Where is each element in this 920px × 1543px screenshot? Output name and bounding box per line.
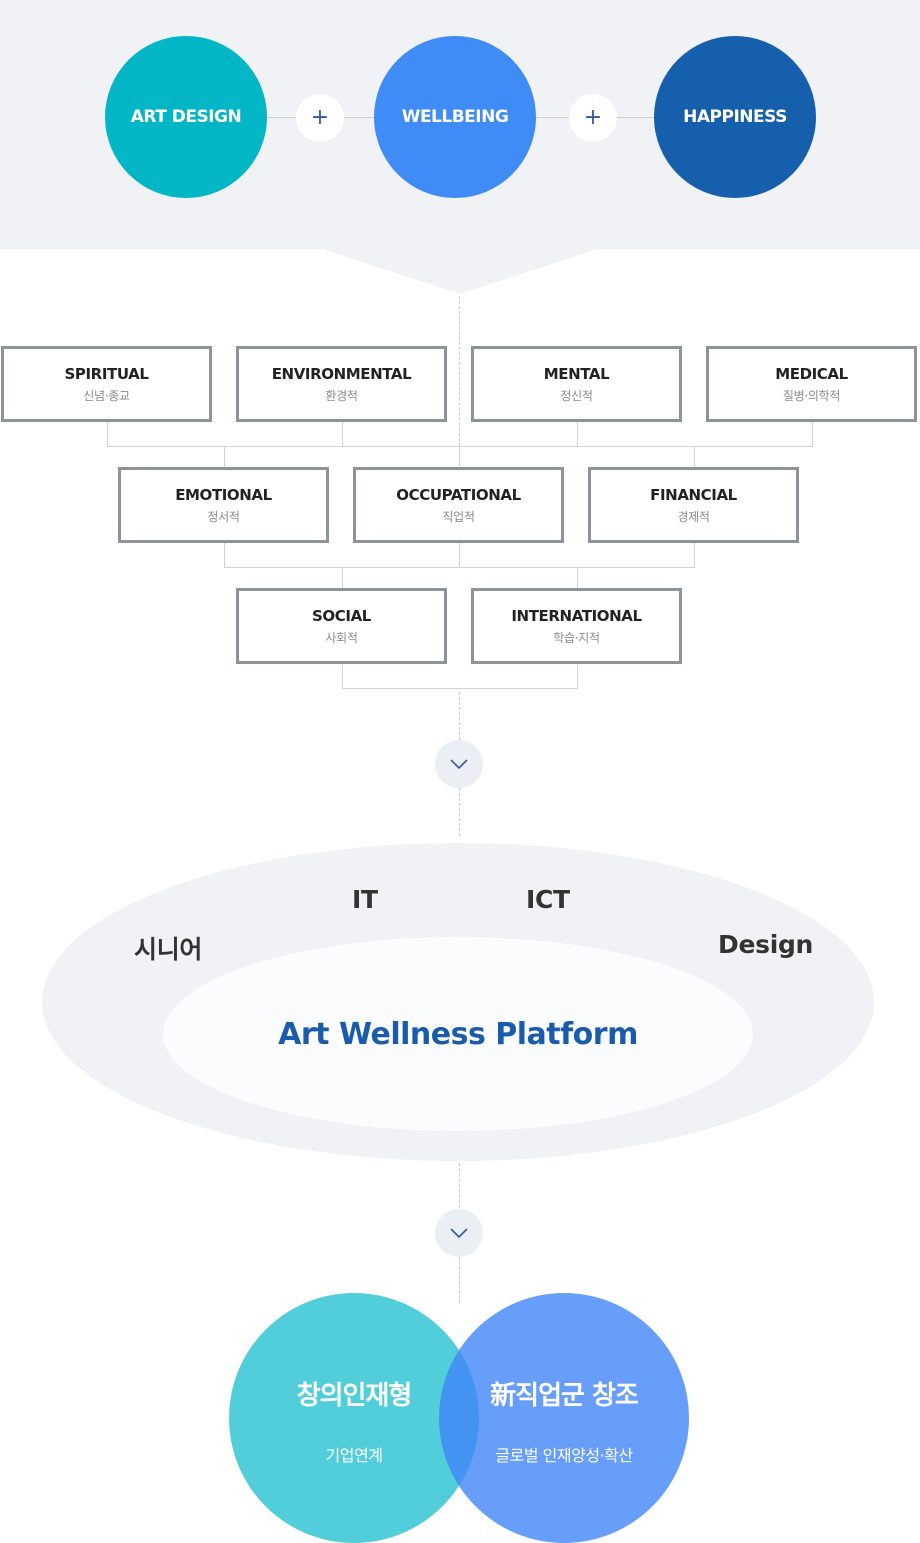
circle-creative-talent: [229, 1293, 479, 1543]
connector: [342, 688, 578, 689]
new-jobs-title: 新직업군 창조: [490, 1381, 639, 1411]
box-environmental: ENVIRONMENTAL 환경적: [236, 346, 447, 422]
box-subtitle: 질병·의학적: [782, 388, 841, 403]
box-title: INTERNATIONAL: [511, 606, 642, 625]
box-medical: MEDICAL 질병·의학적: [706, 346, 917, 422]
chevron-down-icon: [435, 1209, 483, 1257]
circle-happiness-label: HAPPINESS: [683, 107, 787, 127]
box-subtitle: 신념·종교: [83, 388, 130, 403]
connector: [577, 422, 578, 447]
keyword-design: Design: [718, 930, 814, 959]
box-title: SPIRITUAL: [64, 364, 149, 383]
circle-wellbeing-label: WELLBEING: [401, 107, 509, 127]
box-spiritual: SPIRITUAL 신념·종교: [1, 346, 212, 422]
chevron-down-icon: [435, 740, 483, 788]
box-social: SOCIAL 사회적: [236, 588, 447, 664]
connector: [224, 567, 695, 568]
connector: [107, 422, 108, 447]
dashed-line: [459, 788, 460, 836]
connector: [224, 446, 225, 468]
connector: [107, 446, 813, 447]
box-mental: MENTAL 정신적: [471, 346, 682, 422]
box-subtitle: 정신적: [560, 388, 593, 403]
connector: [577, 567, 578, 589]
connector: [342, 422, 343, 447]
keyword-senior: 시니어: [134, 935, 203, 964]
circle-art-design: ART DESIGN: [105, 36, 267, 198]
box-title: OCCUPATIONAL: [396, 485, 521, 504]
connector: [342, 664, 343, 689]
box-subtitle: 경제적: [677, 509, 710, 524]
connector: [459, 446, 460, 468]
box-subtitle: 사회적: [325, 630, 358, 645]
keyword-ict: ICT: [526, 885, 570, 914]
box-international: INTERNATIONAL 학습·지적: [471, 588, 682, 664]
new-jobs-subtitle: 글로벌 인재양성·확산: [495, 1446, 633, 1465]
dashed-line: [459, 692, 460, 740]
keyword-it: IT: [352, 885, 378, 914]
platform-title: Art Wellness Platform: [278, 1016, 638, 1052]
plus-icon: +: [296, 94, 344, 142]
box-title: FINANCIAL: [650, 485, 737, 504]
creative-talent-title: 창의인재형: [296, 1381, 413, 1411]
box-subtitle: 학습·지적: [553, 630, 600, 645]
connector: [694, 446, 695, 468]
circle-happiness: HAPPINESS: [654, 36, 816, 198]
creative-talent-subtitle: 기업연계: [325, 1446, 383, 1465]
box-title: ENVIRONMENTAL: [271, 364, 412, 383]
box-subtitle: 직업적: [442, 509, 475, 524]
box-financial: FINANCIAL 경제적: [588, 467, 799, 543]
top-band-pointer: [320, 248, 600, 294]
box-subtitle: 정서적: [207, 509, 240, 524]
box-title: EMOTIONAL: [175, 485, 272, 504]
box-subtitle: 환경적: [325, 388, 358, 403]
connector: [459, 543, 460, 568]
box-emotional: EMOTIONAL 정서적: [118, 467, 329, 543]
plus-icon: +: [569, 94, 617, 142]
dashed-line: [459, 1257, 460, 1303]
connector: [812, 422, 813, 447]
connector: [224, 543, 225, 568]
connector: [694, 543, 695, 568]
circle-new-jobs: [439, 1293, 689, 1543]
box-title: MEDICAL: [775, 364, 848, 383]
box-occupational: OCCUPATIONAL 직업적: [353, 467, 564, 543]
box-title: MENTAL: [543, 364, 610, 383]
dashed-line: [459, 1163, 460, 1208]
connector: [342, 567, 343, 589]
connector: [577, 664, 578, 689]
circle-art-design-label: ART DESIGN: [130, 107, 242, 127]
box-title: SOCIAL: [312, 606, 371, 625]
circle-wellbeing: WELLBEING: [374, 36, 536, 198]
platform-inner-ellipse: Art Wellness Platform: [163, 937, 753, 1131]
center-dashed-line: [459, 296, 460, 446]
